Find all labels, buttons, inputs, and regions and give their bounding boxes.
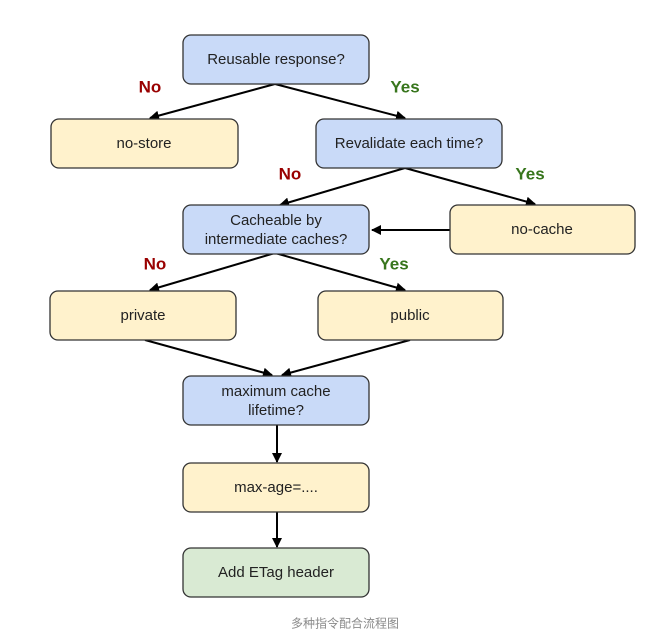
node-private: private xyxy=(49,290,237,341)
label-no-reusable: No xyxy=(139,77,162,96)
node-cacheable-line1: Cacheable by xyxy=(230,212,322,229)
node-private-text: private xyxy=(120,307,165,324)
node-no-cache: no-cache xyxy=(449,204,636,255)
node-max-age: max-age=.... xyxy=(182,462,370,513)
node-max-lifetime-line1: maximum cache xyxy=(221,383,330,400)
node-public-text: public xyxy=(390,307,430,324)
node-add-etag: Add ETag header xyxy=(182,547,370,598)
label-yes-cacheable: Yes xyxy=(379,254,408,273)
node-no-cache-text: no-cache xyxy=(511,221,573,238)
node-reusable-response-text: Reusable response? xyxy=(207,51,345,68)
label-no-revalidate: No xyxy=(279,164,302,183)
label-yes-reusable: Yes xyxy=(390,77,419,96)
figure-caption: 多种指令配合流程图 xyxy=(291,616,399,631)
node-public: public xyxy=(317,290,504,341)
node-revalidate: Revalidate each time? xyxy=(315,118,503,169)
edge-reusable-to-no-store xyxy=(149,83,276,121)
node-no-store: no-store xyxy=(50,118,239,169)
edge-reusable-to-revalidate xyxy=(274,83,406,121)
node-cacheable: Cacheable by intermediate caches? xyxy=(182,204,370,255)
node-cacheable-line2: intermediate caches? xyxy=(205,231,348,248)
node-no-store-text: no-store xyxy=(116,135,171,152)
node-reusable-response: Reusable response? xyxy=(182,34,370,85)
edge-labels: No Yes No Yes No Yes xyxy=(139,77,545,273)
edges xyxy=(144,83,536,548)
node-revalidate-text: Revalidate each time? xyxy=(335,135,483,152)
node-max-lifetime: maximum cache lifetime? xyxy=(182,375,370,426)
node-max-lifetime-line2: lifetime? xyxy=(248,402,304,419)
edge-public-to-max-lifetime xyxy=(281,339,411,378)
label-no-cacheable: No xyxy=(144,254,167,273)
edge-revalidate-to-no-cache xyxy=(404,167,536,207)
node-max-age-text: max-age=.... xyxy=(234,479,318,496)
edge-private-to-max-lifetime xyxy=(144,339,273,378)
edge-cacheable-to-public xyxy=(274,252,406,293)
node-add-etag-text: Add ETag header xyxy=(218,564,334,581)
label-yes-revalidate: Yes xyxy=(515,164,544,183)
edge-revalidate-to-cacheable xyxy=(279,167,406,208)
edge-cacheable-to-private xyxy=(149,252,276,293)
